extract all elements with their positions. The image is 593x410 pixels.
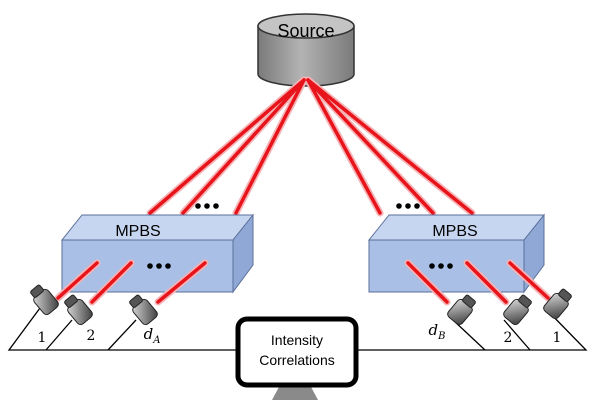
beam xyxy=(234,78,306,215)
output-beams-a xyxy=(54,259,209,306)
detectors-a: 1 2 dA xyxy=(30,284,161,346)
beam xyxy=(306,78,435,215)
detector xyxy=(64,294,93,326)
wires xyxy=(7,307,588,351)
detector-a-label-1: 1 xyxy=(38,330,47,346)
beam xyxy=(306,78,382,215)
output-beams-b xyxy=(404,259,552,306)
correlator-line2: Correlations xyxy=(259,352,334,368)
detector-b-label-d: dB xyxy=(429,321,446,342)
detector xyxy=(503,294,532,326)
beam xyxy=(148,78,306,215)
detector-b-label-1: 1 xyxy=(553,330,562,346)
splitter-b: MPBS xyxy=(367,213,546,294)
detectors-b: dB 2 1 xyxy=(429,288,572,346)
source-cylinder: Source xyxy=(257,13,355,87)
detector xyxy=(543,288,572,320)
splitter-a-label: MPBS xyxy=(115,223,160,240)
ellipsis-dots xyxy=(195,203,420,209)
source-label: Source xyxy=(277,21,334,41)
correlator-monitor: Intensity Correlations xyxy=(235,316,359,388)
splitter-b-label: MPBS xyxy=(432,223,477,240)
detector xyxy=(129,294,158,326)
detector xyxy=(30,284,59,316)
correlator-stand xyxy=(272,385,318,400)
beam xyxy=(181,78,306,215)
detector-a-label-2: 2 xyxy=(87,328,96,344)
beam xyxy=(306,78,474,215)
source-beams xyxy=(146,76,476,217)
splitter-a: MPBS xyxy=(60,213,255,294)
detector-a-label-d: dA xyxy=(144,325,161,346)
detector-b-label-2: 2 xyxy=(504,330,513,346)
detector xyxy=(447,294,476,326)
correlator-line1: Intensity xyxy=(271,332,323,348)
